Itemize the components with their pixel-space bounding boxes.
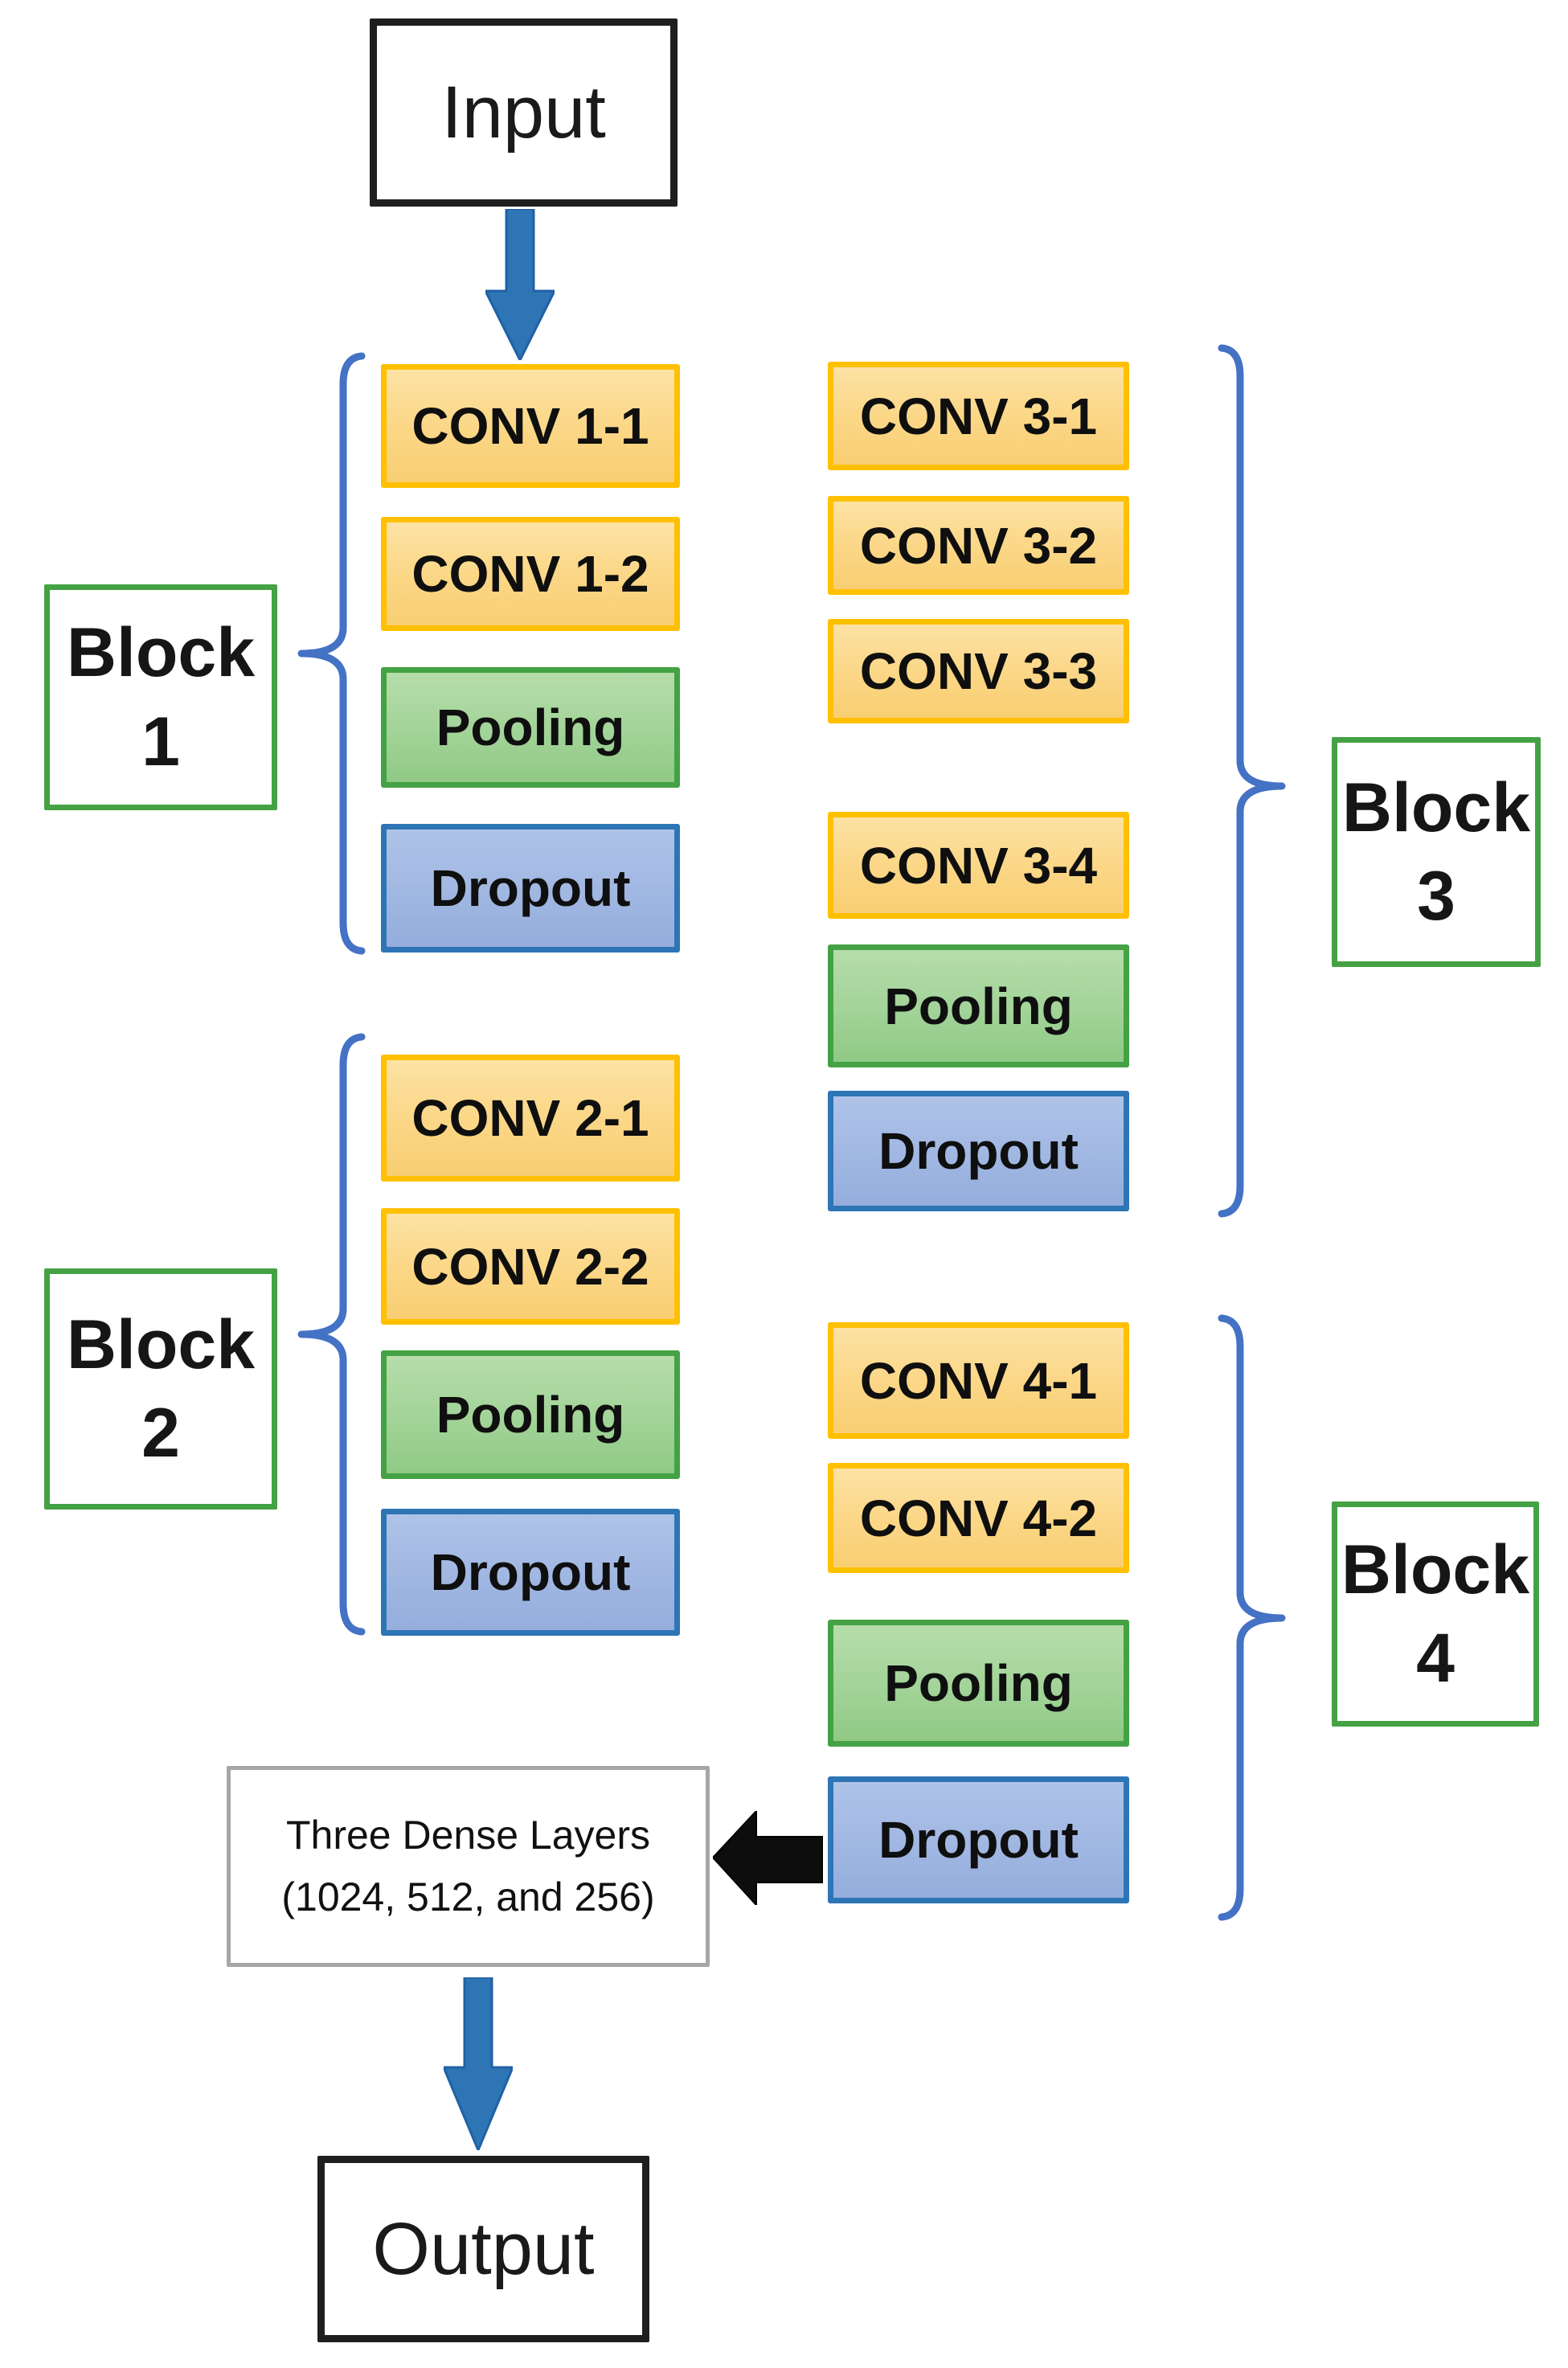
layer-box-conv-3-1: CONV 3-1 [828,362,1129,470]
block-4-label-name: Block [1341,1530,1530,1608]
input-node: Input [370,18,678,207]
input-label: Input [441,71,606,154]
dense-layers-line2: (1024, 512, and 256) [281,1874,655,1919]
block-3-label-name: Block [1341,768,1531,846]
output-node: Output [317,2156,649,2342]
block-3-brace-icon [1218,344,1290,1218]
block-2-label-number: 2 [141,1395,180,1472]
block-1-label-name: Block [66,614,256,692]
left-arrow-icon [713,1811,823,1905]
layer-box-dropout-1: Dropout [381,824,680,953]
block-2-label: Block 2 [44,1268,277,1510]
layer-box-conv-2-2: CONV 2-2 [381,1208,680,1325]
layer-box-dropout-3: Dropout [828,1091,1129,1211]
layer-box-pooling-1: Pooling [381,667,680,788]
block-4-brace-icon [1218,1314,1290,1921]
block-1-label-number: 1 [141,703,180,780]
block-1-brace-icon [293,352,366,955]
block-2-brace-icon [293,1033,366,1636]
block-4-label: Block 4 [1332,1502,1539,1727]
layer-box-pooling-2: Pooling [381,1350,680,1479]
layer-box-conv-3-2: CONV 3-2 [828,496,1129,595]
layer-box-conv-3-4: CONV 3-4 [828,812,1129,919]
dense-layers-node: Three Dense Layers (1024, 512, and 256) [227,1766,710,1967]
layer-box-pooling-4: Pooling [828,1620,1129,1747]
layer-box-pooling-3: Pooling [828,944,1129,1067]
layer-box-conv-4-2: CONV 4-2 [828,1463,1129,1573]
layer-box-dropout-4: Dropout [828,1776,1129,1903]
layer-box-conv-2-1: CONV 2-1 [381,1055,680,1182]
down-arrow-icon [485,209,555,360]
dense-layers-line1: Three Dense Layers [285,1812,650,1858]
block-1-label: Block 1 [44,584,277,810]
block-3-label-number: 3 [1417,858,1455,935]
block-3-label: Block 3 [1332,737,1541,967]
layer-box-dropout-2: Dropout [381,1509,680,1636]
layer-box-conv-1-1: CONV 1-1 [381,364,680,488]
layer-box-conv-1-2: CONV 1-2 [381,517,680,631]
output-label: Output [372,2207,595,2290]
output-down-arrow-icon [444,1977,513,2150]
layer-box-conv-3-3: CONV 3-3 [828,619,1129,723]
block-2-label-name: Block [66,1305,256,1383]
layer-box-conv-4-1: CONV 4-1 [828,1322,1129,1439]
block-4-label-number: 4 [1416,1620,1455,1697]
